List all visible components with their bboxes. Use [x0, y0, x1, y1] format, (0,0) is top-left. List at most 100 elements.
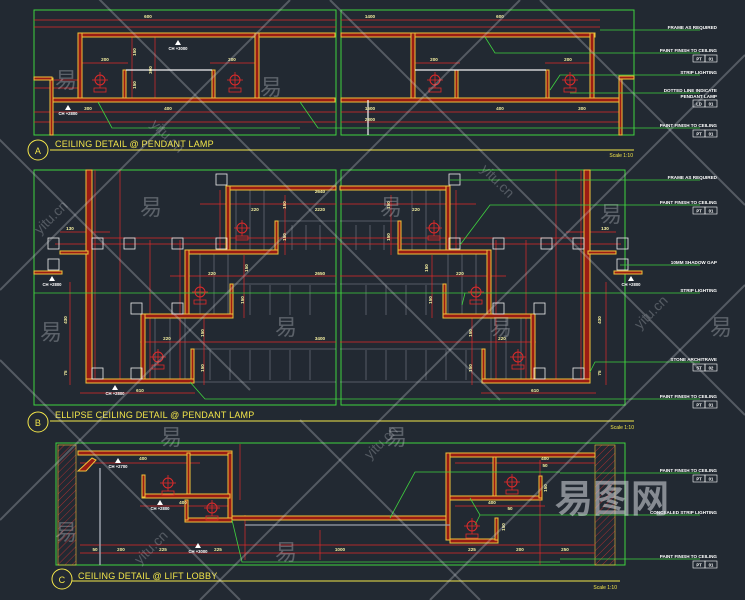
ceiling-wall [492, 456, 497, 498]
section-c-letter: C [59, 575, 66, 585]
finish-code-number: 02 [709, 365, 714, 370]
finish-code-number: 01 [709, 562, 714, 567]
section-c-detail [55, 442, 700, 566]
dimension-label: 430 [597, 316, 602, 324]
pendant-lamp-icon [504, 474, 520, 495]
ceiling-wall [254, 32, 260, 101]
section-a-letter: A [35, 146, 41, 156]
level-triangle-icon [49, 276, 55, 281]
annotation-callout: STRIP LIGHTING [680, 70, 717, 75]
leaders-a [97, 29, 700, 129]
pendant-lamp-icon [427, 72, 443, 93]
ceiling-height-marker: CH +2800 [151, 500, 171, 511]
drop-wall [184, 499, 189, 521]
annotation-text: PAINT FINISH TO CEILING [660, 468, 718, 473]
dimension-label: 220 [456, 271, 464, 276]
dimension-label: 150 [282, 233, 287, 241]
pendant-lamp-icon [426, 220, 442, 241]
dimension-label: 200 [101, 57, 109, 62]
dimension-label: 150 [428, 296, 433, 304]
finish-code-badge [704, 129, 718, 138]
annotation-text: PAINT FINISH TO CEILING [660, 123, 718, 128]
finish-code-number: 01 [709, 476, 714, 481]
ceiling-wall [77, 32, 83, 101]
dimension-label: 610 [531, 388, 539, 393]
annotation-callout: FRAME AS REQUIRED [668, 175, 718, 180]
dimension-label: 220 [251, 207, 259, 212]
dimension-label: 50 [92, 547, 98, 552]
frame-boxes [47, 173, 228, 380]
annotation-text: STRIP LIGHTING [680, 70, 717, 75]
annotation-text: STONE ARCHITRAVE [670, 357, 717, 362]
finish-code-badge [704, 363, 718, 372]
watermark-logo: 易图网 [555, 479, 669, 521]
watermark-glyph: 易 [275, 315, 297, 340]
dimension-label: 2300 [365, 117, 376, 122]
dimension-label: 150 [543, 484, 548, 492]
pendant-lamp-icon [562, 72, 578, 93]
dimension-label: 220 [163, 336, 171, 341]
level-triangle-icon [195, 543, 201, 548]
dimension-label: 200 [228, 57, 236, 62]
dimension-label: 600 [496, 14, 504, 19]
ceiling-slab [141, 493, 231, 499]
dimension-label: 75 [63, 370, 68, 376]
level-triangle-icon [175, 40, 181, 45]
finish-code-number: 01 [709, 101, 714, 106]
pendant-lamp-icon [510, 349, 526, 370]
ceiling-height-marker: CH +2800 [59, 105, 78, 116]
dimension-label: 300 [148, 66, 153, 74]
step-slab [142, 313, 234, 319]
finish-code-number: 01 [709, 402, 714, 407]
ceiling-height-label: CH +2800 [151, 506, 171, 511]
step-wall [184, 249, 190, 318]
section-b-left-frame [33, 169, 337, 406]
drop-wall [494, 517, 499, 541]
section-b-scale: Scale 1:10 [610, 425, 634, 431]
watermark-glyph: 易 [490, 315, 512, 340]
pendant-lamp-icon [160, 475, 176, 496]
ceiling-height-label: CH +3000 [189, 549, 209, 554]
section-c-marker [51, 568, 73, 590]
dimension-label: 3400 [315, 336, 326, 341]
annotation-callouts: FRAME AS REQUIRED PAINT FINISH TO CEILING… [650, 25, 718, 569]
ceiling-slab [33, 76, 53, 81]
finish-code-type: PT [696, 562, 702, 567]
annotation-text: PAINT FINISH TO CEILING [660, 48, 718, 53]
pendant-lamp-icon [150, 349, 166, 370]
watermark-glyph: 易 [275, 540, 297, 565]
stepped-ceiling-half [33, 169, 337, 394]
section-b-detail [33, 169, 700, 406]
watermark-glyph: 易 [600, 202, 622, 227]
finish-code-type: LD [696, 101, 702, 106]
watermark-glyph: 易 [55, 520, 77, 545]
annotation-text: 10MM SHADOW GAP [671, 260, 717, 265]
dimension-label: 150 [240, 296, 245, 304]
dimension-label: 2220 [315, 207, 326, 212]
dimension-label: 150 [424, 264, 429, 272]
dimension-label: 400 [488, 500, 496, 505]
pendant-lamp-icon [464, 518, 480, 539]
section-b-letter: B [35, 418, 41, 428]
level-triangle-icon [157, 500, 163, 505]
dimension-label: 225 [468, 547, 476, 552]
section-titles: A CEILING DETAIL @ PENDANT LAMP Scale 1:… [27, 139, 634, 591]
dimension-label: 130 [601, 226, 609, 231]
annotation-callout: CONCEALED STRIP LIGHTING [650, 510, 717, 515]
section-a-detail [33, 9, 700, 136]
pendant-lamp-icon [192, 284, 208, 305]
ceiling-slab [449, 452, 596, 458]
dimension-label: 610 [136, 388, 144, 393]
annotation-text: PAINT FINISH TO CEILING [660, 394, 718, 399]
dimension-label: 400 [541, 456, 549, 461]
section-a-marker [27, 139, 49, 161]
watermark-glyph: 易 [140, 195, 162, 220]
section-c-frame [55, 442, 626, 566]
watermark-glyph: 易 [260, 75, 282, 100]
step-lip [190, 348, 195, 383]
ceiling-slab [77, 450, 233, 456]
pendant-lamps [92, 72, 578, 539]
leaders-b [34, 179, 700, 400]
ceiling-height-label: CH +2800 [106, 391, 126, 396]
